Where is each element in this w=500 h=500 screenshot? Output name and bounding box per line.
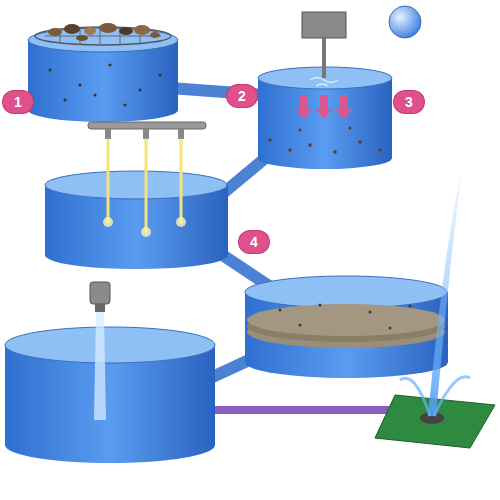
callout-number: 2 — [227, 85, 257, 107]
storage-tank — [5, 282, 215, 463]
callout-number: 3 — [394, 91, 424, 113]
filter-tank — [245, 276, 448, 378]
fountain — [375, 170, 495, 448]
disinfection-tank — [45, 122, 228, 269]
callout-number: 4 — [239, 231, 269, 253]
flocculation-tank — [258, 6, 421, 169]
callout-number: 1 — [3, 91, 33, 113]
screening-tank — [28, 23, 178, 122]
